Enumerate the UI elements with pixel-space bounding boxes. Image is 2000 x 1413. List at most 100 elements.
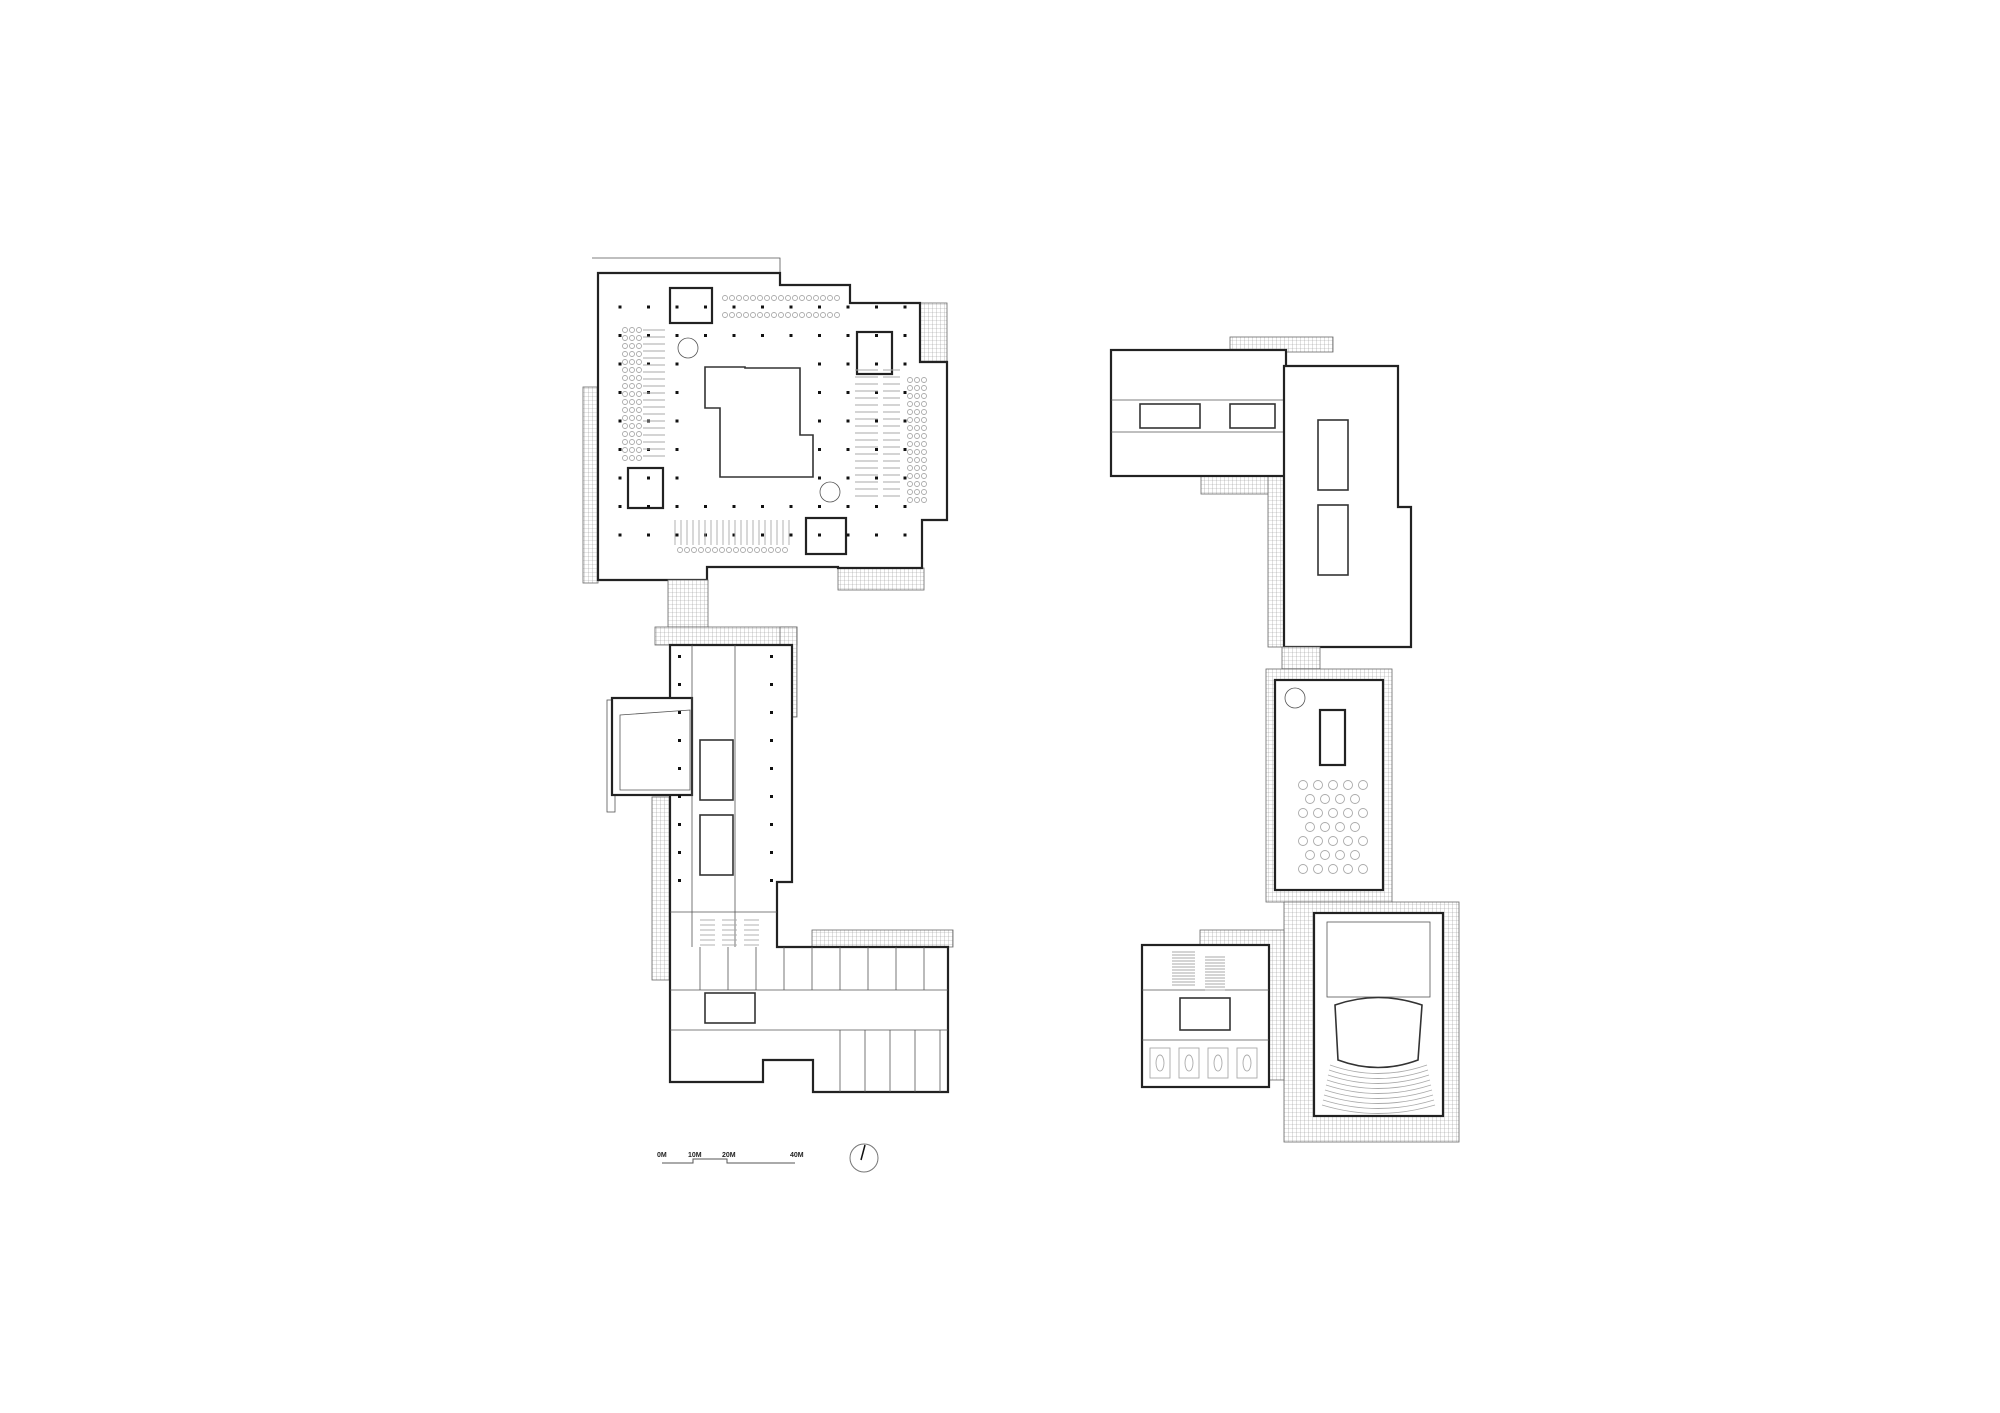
- column: [789, 533, 793, 537]
- chair: [629, 439, 635, 445]
- chair: [636, 447, 642, 453]
- chair: [827, 295, 833, 301]
- column: [678, 683, 681, 686]
- banquet-table: [1328, 780, 1338, 790]
- banquet-table: [1350, 850, 1360, 860]
- chair: [785, 295, 791, 301]
- table: [1184, 1054, 1194, 1072]
- column: [789, 505, 793, 508]
- column: [675, 505, 679, 508]
- banquet-table: [1358, 780, 1368, 790]
- banquet-table: [1358, 836, 1368, 846]
- chair: [907, 481, 913, 487]
- chair: [764, 312, 770, 318]
- stair-core: [855, 330, 894, 376]
- column: [770, 879, 773, 882]
- column: [647, 505, 650, 508]
- chair: [914, 377, 920, 383]
- banquet-table: [1343, 780, 1353, 790]
- column: [875, 505, 878, 508]
- banquet-table: [1343, 836, 1353, 846]
- chair: [729, 312, 735, 318]
- lower-left-block: [606, 626, 954, 1094]
- chair: [677, 547, 683, 553]
- chair: [705, 547, 711, 553]
- table: [1178, 1047, 1200, 1079]
- banquet-table: [1298, 780, 1308, 790]
- banquet-table: [1335, 794, 1345, 804]
- scale-bar: 0M 10M 20M 40M: [657, 1152, 804, 1164]
- column: [647, 305, 650, 309]
- chair: [629, 455, 635, 461]
- chair: [636, 327, 642, 333]
- chair: [736, 295, 742, 301]
- column: [770, 795, 773, 798]
- lower-block-outer-wall: [668, 643, 950, 1094]
- column: [770, 683, 773, 686]
- column: [846, 362, 850, 366]
- column: [761, 305, 764, 309]
- atrium-void: [704, 366, 814, 478]
- chair: [636, 335, 642, 341]
- chair: [907, 457, 913, 463]
- banquet-table: [1335, 822, 1345, 832]
- roof-outline: [592, 257, 781, 273]
- column: [789, 305, 793, 309]
- column: [675, 305, 679, 309]
- chair: [636, 383, 642, 389]
- chair: [921, 433, 927, 439]
- spiral-stair: [1284, 687, 1306, 709]
- chair: [636, 415, 642, 421]
- chair: [914, 433, 920, 439]
- chair: [907, 497, 913, 503]
- column: [618, 533, 622, 537]
- chair: [622, 431, 628, 437]
- column: [678, 879, 681, 882]
- column: [678, 711, 681, 714]
- column: [704, 334, 707, 337]
- column: [770, 823, 773, 826]
- light-well: [1179, 997, 1231, 1031]
- lower-block-partitions: [678, 655, 941, 1092]
- chair: [921, 425, 927, 431]
- column: [818, 362, 821, 366]
- column: [618, 305, 622, 309]
- chair: [622, 391, 628, 397]
- chair: [629, 375, 635, 381]
- seat-row: [1328, 1069, 1429, 1079]
- chair: [622, 399, 628, 405]
- west-wing: [610, 696, 694, 797]
- chair: [629, 327, 635, 333]
- column: [770, 767, 773, 770]
- stair-core: [804, 516, 848, 556]
- chair: [761, 547, 767, 553]
- banquet-table: [1305, 822, 1315, 832]
- chair: [907, 393, 913, 399]
- column: [678, 823, 681, 826]
- chair: [907, 401, 913, 407]
- column: [618, 362, 622, 366]
- light-well: [1139, 403, 1201, 429]
- chair: [636, 367, 642, 373]
- banquet-table: [1313, 864, 1323, 874]
- chair: [806, 312, 812, 318]
- terrace: [651, 796, 671, 981]
- chair: [907, 433, 913, 439]
- chair: [622, 423, 628, 429]
- chair: [636, 359, 642, 365]
- chair: [806, 295, 812, 301]
- column: [678, 739, 681, 742]
- chair: [622, 327, 628, 333]
- column: [618, 448, 622, 451]
- chair: [622, 351, 628, 357]
- table: [1207, 1047, 1229, 1079]
- chair: [719, 547, 725, 553]
- chair: [914, 401, 920, 407]
- chair: [907, 465, 913, 471]
- banquet-table: [1313, 780, 1323, 790]
- chair: [914, 385, 920, 391]
- column: [761, 505, 764, 508]
- column: [647, 391, 650, 394]
- terrace-top-right: [919, 302, 948, 363]
